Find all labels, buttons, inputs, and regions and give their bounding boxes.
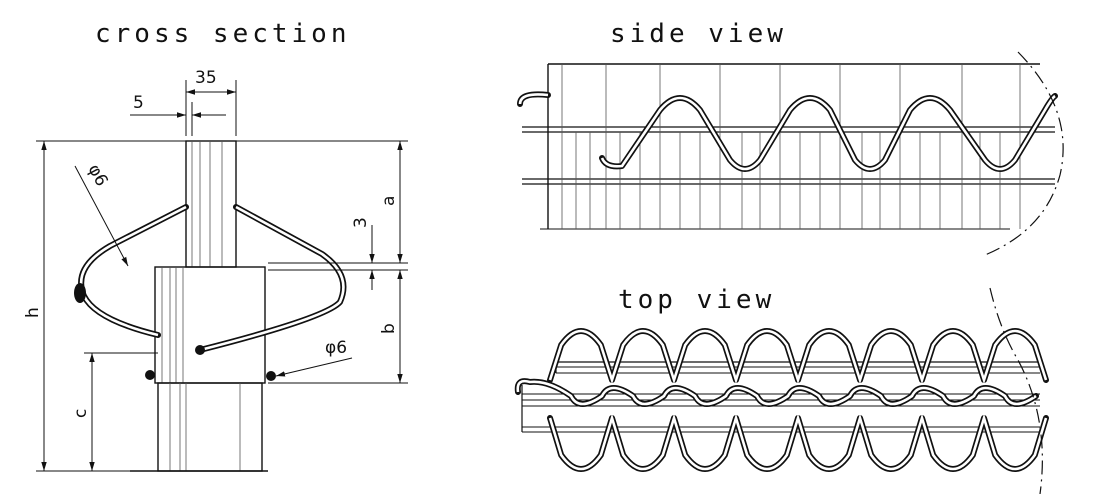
- side-view-title: side view: [610, 19, 787, 49]
- cross-section-title: cross section: [95, 19, 351, 49]
- diameter-left-label: φ6: [84, 161, 112, 190]
- dimension-c-label: c: [71, 409, 91, 418]
- dimension-b-label: b: [379, 323, 399, 334]
- break-line: [984, 51, 1064, 256]
- top-view: [514, 287, 1049, 494]
- upper-board: [185, 140, 237, 268]
- top-view-title: top view: [618, 285, 775, 315]
- dimension-35-label: 35: [195, 68, 217, 88]
- side-view-boards: [522, 63, 1055, 230]
- cross-section-view: 35 5 φ6 φ6 a 3 b h: [23, 68, 408, 472]
- dimension-width: 35 5: [130, 68, 237, 136]
- dimension-5-label: 5: [133, 93, 144, 113]
- break-line: [989, 287, 1043, 494]
- weld-point: [74, 283, 86, 303]
- dimension-3-label: 3: [351, 217, 371, 228]
- dimension-height-right: a 3 b: [236, 140, 408, 384]
- dimension-a-label: a: [379, 196, 399, 206]
- top-view-spring-loops: [514, 328, 1049, 472]
- side-view-spring-wire: [599, 93, 1058, 172]
- wire-end-dot: [266, 371, 276, 381]
- side-view-board-lines: [561, 64, 1021, 229]
- side-view: [517, 51, 1064, 256]
- wire-end-dot: [195, 345, 205, 355]
- lower-socket: [130, 266, 268, 472]
- spring-clip-wire: [74, 204, 347, 381]
- dimension-h-label: h: [23, 307, 43, 318]
- dimension-height-left: h c: [23, 140, 186, 472]
- wire-end-dot: [145, 370, 155, 380]
- diameter-right-label: φ6: [325, 338, 347, 358]
